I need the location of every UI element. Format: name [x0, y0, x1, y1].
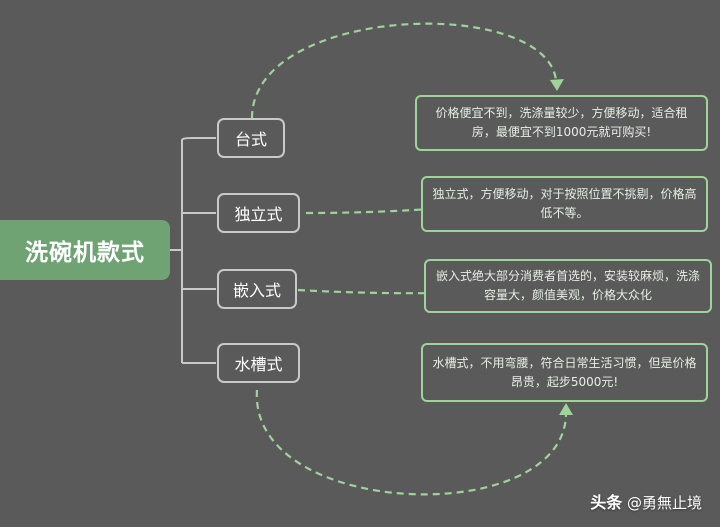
watermark: 头条 @勇無止境	[590, 489, 702, 513]
root-node: 洗碗机款式	[0, 220, 170, 280]
description-text: 水槽式，不用弯腰，符合日常生活习惯，但是价格昂贵，起步5000元!	[432, 355, 697, 389]
branch-label: 独立式	[234, 205, 283, 224]
arrow-qianrushi	[297, 288, 443, 295]
watermark-handle: @勇無止境	[626, 494, 702, 512]
description-box-dulishi: 独立式，方便移动，对于按照位置不挑剔，价格高低不等。	[421, 176, 708, 232]
root-label: 洗碗机款式	[25, 240, 145, 266]
description-box-shuicaoshi: 水槽式，不用弯腰，符合日常生活习惯，但是价格昂贵，起步5000元!	[421, 343, 708, 402]
description-text: 嵌入式绝大部分消费者首选的，安装较麻烦，洗涤容量大，颜值美观，价格大众化	[435, 269, 700, 302]
branch-label: 台式	[234, 130, 267, 149]
arrowhead-shuicaoshi	[559, 403, 573, 415]
arrow-shuicaoshi	[255, 389, 568, 496]
branch-node-dulishi: 独立式	[217, 193, 300, 233]
arrow-dulishi	[305, 207, 431, 215]
branch-node-shuicaoshi: 水槽式	[217, 343, 300, 383]
branch-node-taishi: 台式	[217, 118, 285, 158]
arrowhead-taishi	[550, 79, 564, 91]
description-text: 独立式，方便移动，对于按照位置不挑剔，价格高低不等。	[432, 187, 697, 220]
branch-label: 水槽式	[234, 355, 283, 374]
description-box-qianrushi: 嵌入式绝大部分消费者首选的，安装较麻烦，洗涤容量大，颜值美观，价格大众化	[424, 259, 712, 313]
branch-label: 嵌入式	[232, 281, 281, 300]
watermark-brand: 头条	[590, 493, 623, 512]
description-box-taishi: 价格便宜不到，洗涤量较少，方便移动，适合租房，最便宜不到1000元就可购买!	[415, 95, 708, 151]
branch-node-qianrushi: 嵌入式	[217, 269, 297, 309]
description-text: 价格便宜不到，洗涤量较少，方便移动，适合租房，最便宜不到1000元就可购买!	[435, 106, 688, 139]
tree-bracket	[170, 137, 216, 364]
